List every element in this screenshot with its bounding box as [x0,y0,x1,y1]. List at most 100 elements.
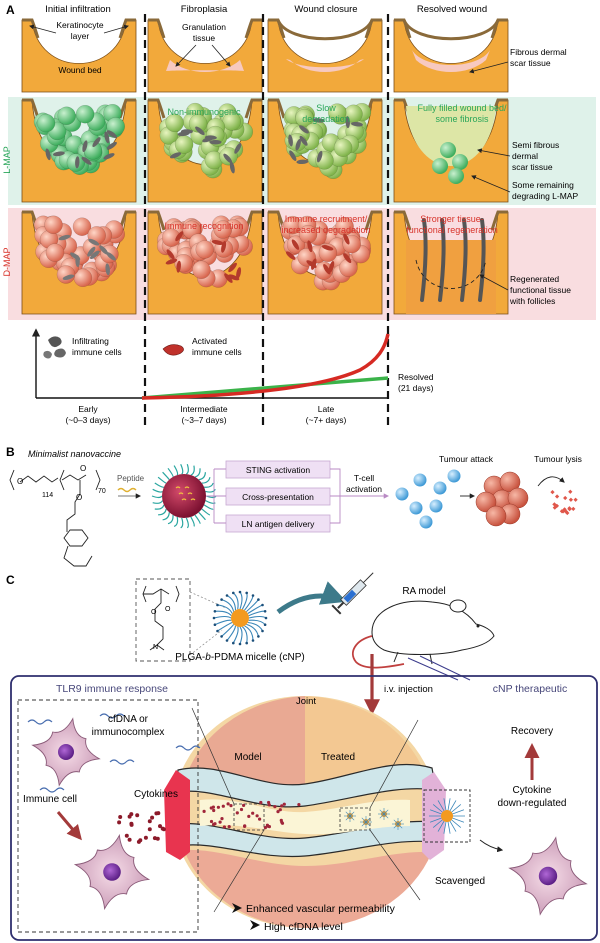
immune-cell-mark [236,267,242,279]
micelle-end [238,642,242,646]
phase-label: (~7+ days) [306,415,347,425]
t-cells [395,469,461,529]
immune-cell-mark [87,246,96,257]
lmap-side-label: scar tissue [512,162,553,172]
panel-b: B Minimalist nanovaccine O O O 114 70 Pe… [6,445,582,567]
dmap-note: functional regeneration [406,225,498,235]
lysis-fragment [554,503,560,509]
bullet-text: High cfDNA level [264,921,343,933]
immune-cell-mark [211,240,224,245]
dmap-row-label: D-MAP [2,248,12,277]
immune-cell-mark [106,141,117,150]
immune-cells-left [27,713,201,911]
mechanism-label: Cross-presentation [242,492,314,502]
lmap-note: Fully filled wound bed/ [417,103,507,113]
hydrogel-bead [75,104,95,124]
immune-cell-mark [99,245,109,255]
peptide-cargo [187,492,193,495]
lysis-fragment [550,489,555,495]
cfdna-strand [27,719,53,725]
cytokine-down-label: down-regulated [498,798,567,809]
cytokines-label: Cytokines [134,789,178,800]
polymer-structure [9,469,101,567]
hydrogel-bead [314,261,333,280]
cfdna-dot [267,800,271,805]
cfdna-dot [242,803,246,808]
mechanism-box [225,487,331,506]
cnp-chain [349,811,355,817]
micelle-end [213,610,217,613]
dmap-side-label: Regenerated [510,274,559,284]
mechanism-box [225,460,331,479]
cytokine-down-label: Cytokine [513,785,552,796]
stage-title: Wound closure [294,4,357,15]
immune-cell-mark [103,153,115,160]
lmap-row-label: L-MAP [2,146,12,174]
cfdna-dot [220,817,224,821]
immune-cell-mark [166,249,175,260]
granulation-tissue [286,59,364,72]
stage-title: Initial infiltration [45,4,110,15]
micelle-chain [246,623,259,637]
chem-atom: N [153,644,158,651]
micelle-chain [244,625,254,641]
cnp-chain [379,809,385,815]
immune-cell-mark [291,239,300,250]
regenerated-tissue [406,240,496,314]
scar-label: scar tissue [510,58,551,68]
cfdna-dot [221,804,225,808]
lmap-note: some fibrosis [435,114,489,124]
micelle-chain [232,626,239,644]
cfdna-dot [278,808,282,812]
t-cell [395,487,409,501]
wound-section [267,18,383,93]
cfdna-dot [267,803,271,807]
hair-follicle [460,218,468,302]
lysis-fragment [568,489,573,494]
granulation-tissue [166,60,244,72]
peg-chain [205,500,216,504]
micelle-chain [221,624,235,637]
tumour-lysis-label: Tumour lysis [534,454,582,464]
micelle-end [212,616,216,620]
peptide-squiggle [117,487,137,493]
immune-cell-mark [195,126,205,136]
timeline-legend: immune cells [72,347,122,357]
immune-cell-mark [229,161,235,174]
micelle-chain [217,621,233,632]
peg-chain [167,515,174,525]
peg-chain [185,517,189,529]
cnp-chain [361,817,367,823]
cytokine-dot [160,826,165,831]
cfdna-dot [251,811,255,815]
lysis-fragment [563,495,568,501]
hydrogel-bead [327,103,347,122]
timeline-legend: immune cells [192,347,242,357]
immune-cell-mark [288,134,293,147]
cfdna-dot [229,804,233,808]
mechanism-label: LN antigen delivery [242,519,316,529]
micelle-chain [217,604,233,614]
cytokine-dot [156,811,161,816]
hydrogel-beads [33,102,468,291]
dmap-side-label: functional tissue [510,285,571,295]
immune-cell-mark [58,234,71,241]
peg-chain [203,504,214,510]
pointer-arrow [477,148,511,157]
mechanism-label: STING activation [246,465,311,475]
micelle-end [225,594,229,597]
treated-label: Treated [321,752,355,763]
immune-cell-mark [228,274,240,281]
cytokine-dot [136,839,141,844]
cytokine-dot [152,836,157,841]
micelle-chain [239,591,243,610]
immune-cell-mark [299,135,308,146]
cfdna-strand [175,745,201,751]
cytokine-dot [143,835,148,840]
micelle-end [220,635,223,638]
syringe-icon [331,572,374,615]
immune-cell-mark [70,252,81,261]
dmap-side-label: with follicles [509,296,555,306]
wound-section [147,98,263,203]
peg-chain [167,467,174,478]
